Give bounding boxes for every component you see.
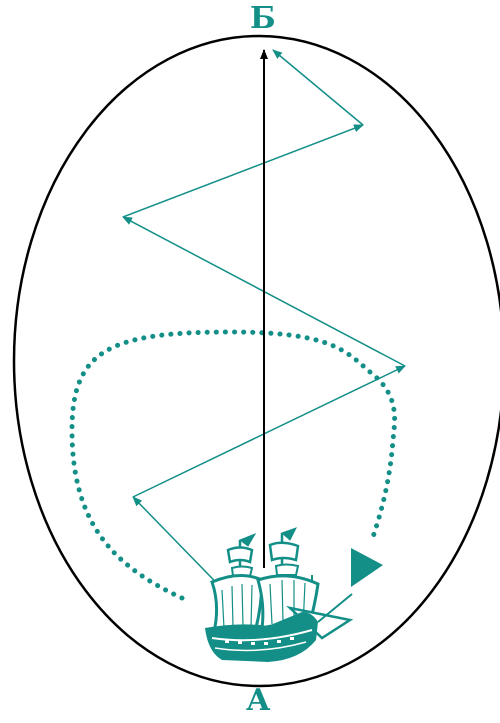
zigzag-segment [273, 50, 363, 125]
sailing-ship-icon [205, 528, 352, 662]
point-a-label: А [246, 686, 270, 716]
dotted-route-arrowhead [351, 548, 383, 587]
zigzag-segment [133, 366, 405, 497]
zigzag-segment [123, 125, 363, 217]
point-b-label: Б [250, 4, 276, 34]
